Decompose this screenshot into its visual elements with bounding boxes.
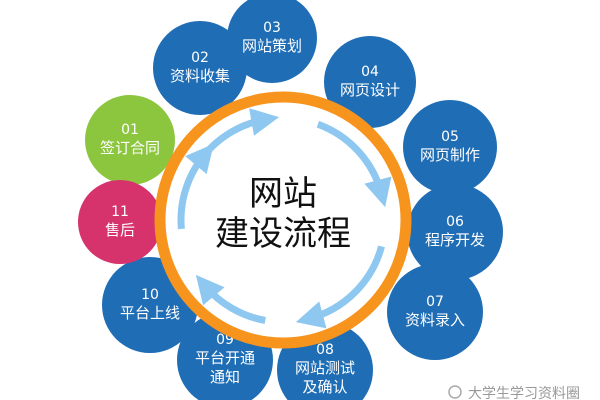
step-bubble: [85, 95, 175, 185]
step-number: 01: [121, 122, 139, 138]
step-label: 网页设计: [340, 81, 400, 99]
title-line-2: 建设流程: [215, 214, 351, 254]
watermark-text: 大学生学习资料圈: [468, 386, 580, 400]
step-label: 平台上线: [120, 304, 180, 322]
step-number: 03: [263, 20, 281, 36]
cycle-arrow: [195, 274, 266, 324]
step-label: 售后: [105, 221, 135, 239]
watermark: 大学生学习资料圈: [448, 385, 580, 400]
title-line-1: 网站: [249, 174, 317, 214]
step-number: 08: [316, 342, 334, 358]
step-number: 05: [441, 129, 459, 145]
step-number: 11: [111, 204, 129, 220]
wechat-icon: [448, 385, 462, 399]
step-number: 04: [361, 64, 379, 80]
step-label: 平台开通: [195, 349, 255, 367]
step-number: 02: [191, 50, 209, 66]
step-label: 签订合同: [100, 139, 160, 157]
step-label: 网站测试: [295, 359, 355, 377]
step-bubble: [153, 21, 247, 115]
step-bubble: [324, 36, 416, 128]
step-label: 及确认: [302, 378, 347, 396]
step-bubble: [407, 184, 503, 280]
cycle-arrow: [316, 120, 392, 208]
step-bubble: [227, 0, 317, 83]
step-number: 06: [446, 214, 464, 230]
step-number: 10: [141, 287, 159, 303]
step-label: 资料收集: [170, 67, 230, 85]
step-bubble: [78, 180, 162, 264]
step-number: 07: [426, 294, 444, 310]
step-bubble: [387, 264, 483, 360]
step-label: 通知: [210, 368, 240, 386]
step-label: 网页制作: [420, 146, 480, 164]
step-label: 网站策划: [242, 37, 302, 55]
step-bubble: [403, 100, 497, 194]
cycle-arrow: [177, 143, 214, 230]
step-label: 程序开发: [425, 231, 485, 249]
cycle-arrow: [295, 245, 385, 329]
step-label: 资料录入: [405, 311, 465, 329]
